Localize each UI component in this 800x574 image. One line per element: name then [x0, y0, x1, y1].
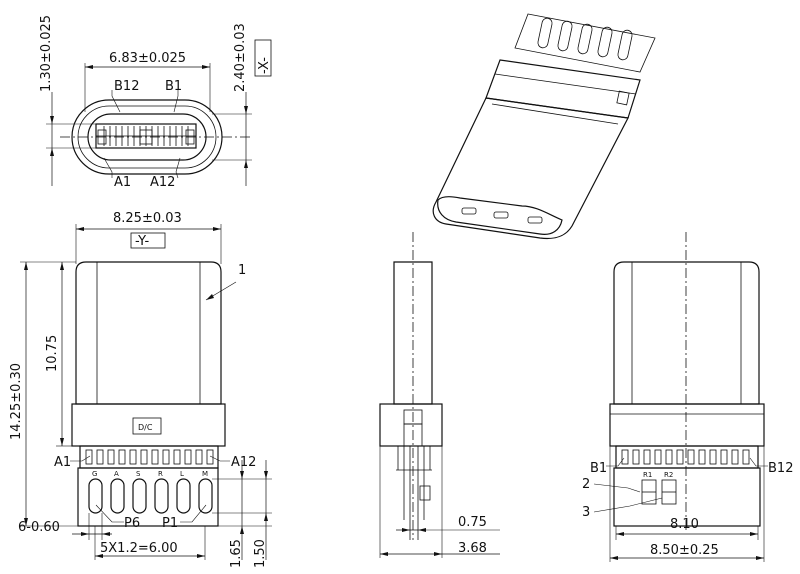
end-view-contacts	[96, 126, 196, 146]
iso-body	[432, 97, 629, 240]
label-b1-end: B1	[165, 79, 182, 94]
pad-letter: S	[136, 470, 141, 478]
callout-1: 1	[238, 263, 246, 278]
pad-letters: G A S R L M	[92, 470, 208, 478]
datum-y: -Y-	[135, 234, 150, 249]
callout-3: 3	[582, 505, 590, 520]
back-view: B1 B12 R1 R2 2 3 8.10 8.50±0.25	[582, 232, 793, 562]
side-pins	[396, 446, 432, 540]
label-b12-back: B12	[768, 461, 793, 476]
dim-8-10: 8.10	[670, 517, 699, 532]
label-r2: R2	[664, 471, 673, 479]
back-contact-row	[615, 445, 759, 469]
side-view: 0.75 3.68	[379, 232, 500, 558]
solder-pads	[88, 478, 213, 514]
callout-2: 2	[582, 477, 590, 492]
isometric-view	[432, 13, 656, 240]
label-r1: R1	[643, 471, 652, 479]
label-p1: P1	[162, 516, 178, 531]
dim-8-25: 8.25±0.03	[113, 211, 182, 226]
dim-1-50: 1.50	[253, 539, 268, 568]
dim-3-68: 3.68	[458, 541, 487, 556]
label-a12-end: A12	[150, 175, 175, 190]
datum-x: -X-	[257, 57, 272, 74]
dim-6-0-60: 6-0.60	[18, 520, 60, 535]
label-a1-end: A1	[114, 175, 131, 190]
datum-x-box	[254, 39, 272, 77]
iso-pins	[514, 13, 656, 73]
dim-10-75: 10.75	[45, 335, 60, 372]
pad-letter: A	[114, 470, 119, 478]
back-body	[613, 261, 760, 405]
dim-8-50: 8.50±0.25	[650, 543, 719, 558]
front-body	[75, 261, 222, 405]
front-pad-board	[77, 467, 219, 527]
pad-letter: M	[202, 470, 208, 478]
dim-6-83: 6.83±0.025	[109, 51, 186, 66]
dim-1-30: 1.30±0.025	[39, 15, 54, 92]
front-contact-row	[79, 445, 219, 469]
iso-mouth	[437, 196, 563, 235]
dim-5x1-2: 5X1.2=6.00	[100, 541, 178, 556]
back-collar	[609, 403, 765, 447]
label-b12-end: B12	[114, 79, 139, 94]
pad-letter: R	[158, 470, 163, 478]
dim-1-65: 1.65	[229, 539, 244, 568]
label-p6: P6	[124, 516, 140, 531]
dim-0-75: 0.75	[458, 515, 487, 530]
back-contact-pins	[621, 449, 750, 465]
datum-y-box	[130, 232, 166, 249]
label-a12-front: A12	[231, 455, 256, 470]
label-b1-back: B1	[590, 461, 607, 476]
label-a1-front: A1	[54, 455, 71, 470]
dc-box	[132, 417, 162, 435]
back-board	[613, 467, 761, 527]
front-view: 8.25±0.03 -Y- 1 D/C A1 A12	[9, 211, 272, 568]
pad-letter: G	[92, 470, 97, 478]
pad-letter: L	[180, 470, 184, 478]
end-view: 6.83±0.025 1.30±0.025 2.40±0.03 -X- B12 …	[39, 15, 272, 190]
dim-2-40: 2.40±0.03	[233, 23, 248, 92]
label-dc: D/C	[138, 423, 153, 432]
dim-14-25: 14.25±0.30	[9, 363, 24, 440]
front-contact-pins	[85, 449, 214, 465]
